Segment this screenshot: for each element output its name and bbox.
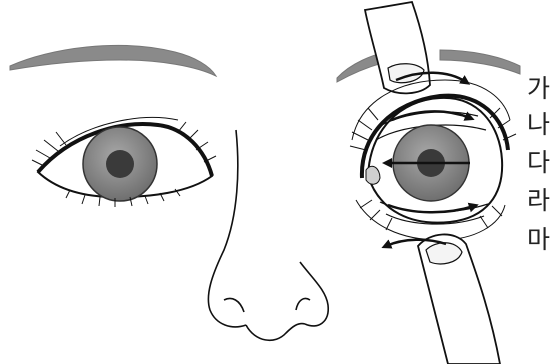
left-eyebrow <box>10 45 216 76</box>
label-ma: 마 <box>527 227 550 252</box>
right-eye <box>350 80 516 240</box>
nose <box>208 130 328 340</box>
left-eye <box>32 118 216 207</box>
left-pupil <box>106 150 134 178</box>
label-ga: 가 <box>527 76 550 101</box>
label-da: 다 <box>527 150 550 175</box>
label-na: 나 <box>527 112 550 137</box>
label-ra: 라 <box>527 188 550 213</box>
lower-finger <box>418 234 500 364</box>
